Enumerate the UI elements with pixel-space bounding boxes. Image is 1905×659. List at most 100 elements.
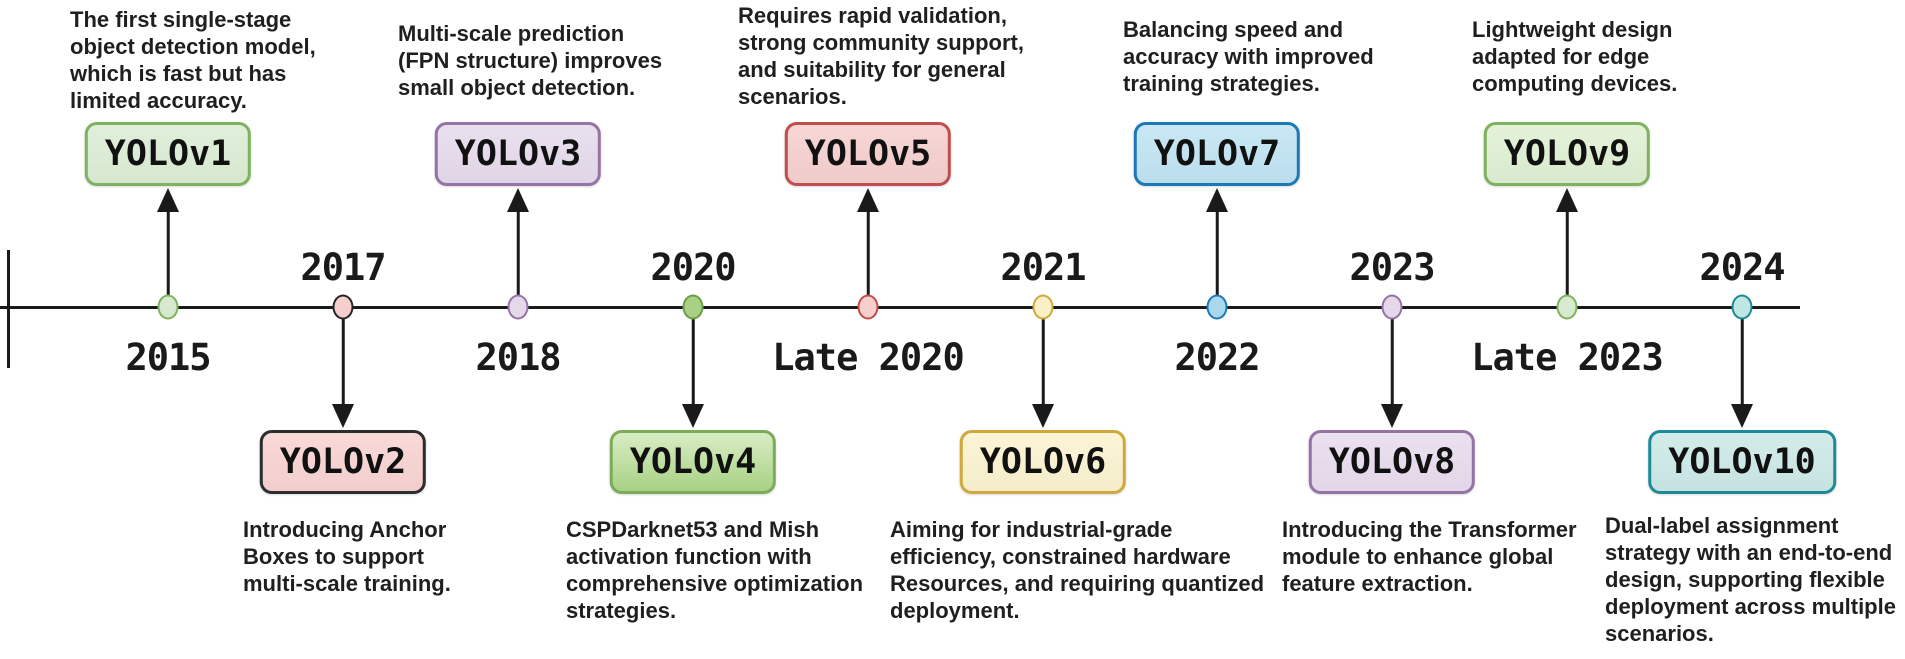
description-yolov3: Multi-scale prediction(FPN structure) im… [398, 20, 662, 101]
arrowhead-up-icon [157, 188, 179, 212]
dot-yolov7 [1206, 294, 1228, 320]
description-line: feature extraction. [1282, 571, 1473, 596]
description-line: Introducing the Transformer [1282, 517, 1577, 542]
arrowhead-down-icon [1032, 404, 1054, 428]
arrow-yolov7 [1205, 188, 1229, 308]
arrow-shaft [516, 208, 520, 308]
description-yolov5: Requires rapid validation,strong communi… [738, 2, 1024, 110]
description-line: object detection model, [70, 34, 316, 59]
description-line: Balancing speed and [1123, 17, 1344, 42]
arrow-yolov1 [156, 188, 180, 308]
arrow-yolov8 [1380, 309, 1404, 428]
year-label-2020: 2020 [650, 246, 736, 289]
arrow-shaft [691, 309, 695, 408]
description-line: computing devices. [1472, 71, 1678, 96]
year-label-2018: 2018 [475, 336, 561, 379]
description-line: which is fast but has [70, 61, 287, 86]
arrow-yolov5 [856, 188, 880, 308]
badge-yolov4: YOLOv4 [609, 430, 777, 494]
timeline-start-tick [7, 250, 10, 368]
dot-yolov10 [1731, 294, 1753, 320]
description-line: activation function with [566, 544, 812, 569]
dot-yolov2 [332, 294, 354, 320]
description-line: accuracy with improved [1123, 44, 1374, 69]
description-line: strong community support, [738, 30, 1024, 55]
description-line: small object detection. [398, 75, 636, 100]
badge-yolov8: YOLOv8 [1308, 430, 1476, 494]
year-label-2023: 2023 [1349, 246, 1435, 289]
description-line: multi-scale training. [243, 571, 451, 596]
arrow-yolov6 [1031, 309, 1055, 428]
year-label-2015: 2015 [125, 336, 211, 379]
arrow-yolov9 [1555, 188, 1579, 308]
badge-yolov10: YOLOv10 [1648, 430, 1836, 494]
dot-yolov8 [1381, 294, 1403, 320]
arrow-shaft [341, 309, 345, 408]
arrowhead-up-icon [1556, 188, 1578, 212]
year-label-2022: 2022 [1174, 336, 1260, 379]
description-line: Introducing Anchor [243, 517, 447, 542]
description-line: adapted for edge [1472, 44, 1650, 69]
arrowhead-down-icon [682, 404, 704, 428]
year-label-2024: 2024 [1699, 246, 1785, 289]
dot-yolov1 [157, 294, 179, 320]
description-line: (FPN structure) improves [398, 48, 663, 73]
description-line: Resources, and requiring quantized [890, 571, 1265, 596]
badge-yolov5: YOLOv5 [784, 122, 952, 186]
description-line: deployment. [890, 598, 1020, 623]
arrowhead-down-icon [1381, 404, 1403, 428]
description-line: deployment across multiple [1605, 594, 1896, 619]
dot-yolov9 [1556, 294, 1578, 320]
dot-yolov4 [682, 294, 704, 320]
description-line: The first single-stage [70, 7, 292, 32]
badge-yolov2: YOLOv2 [259, 430, 427, 494]
description-line: Requires rapid validation, [738, 3, 1007, 28]
arrowhead-up-icon [857, 188, 879, 212]
dot-yolov5 [857, 294, 879, 320]
year-label-2017: 2017 [300, 246, 386, 289]
arrow-shaft [1565, 208, 1569, 308]
description-line: strategy with an end-to-end [1605, 540, 1893, 565]
badge-yolov7: YOLOv7 [1133, 122, 1301, 186]
badge-yolov9: YOLOv9 [1483, 122, 1651, 186]
arrow-yolov2 [331, 309, 355, 428]
description-line: Multi-scale prediction [398, 21, 625, 46]
arrow-shaft [866, 208, 870, 308]
description-line: comprehensive optimization [566, 571, 864, 596]
description-line: scenarios. [738, 84, 847, 109]
description-line: Boxes to support [243, 544, 424, 569]
dot-yolov3 [507, 294, 529, 320]
year-label-2021: 2021 [1000, 246, 1086, 289]
year-label-late-2020: Late 2020 [772, 336, 964, 379]
arrow-yolov10 [1730, 309, 1754, 428]
arrow-shaft [1215, 208, 1219, 308]
description-line: limited accuracy. [70, 88, 247, 113]
description-line: efficiency, constrained hardware [890, 544, 1231, 569]
arrow-yolov3 [506, 188, 530, 308]
badge-yolov3: YOLOv3 [434, 122, 602, 186]
arrow-shaft [1390, 309, 1394, 408]
arrow-shaft [1740, 309, 1744, 408]
description-line: design, supporting flexible [1605, 567, 1885, 592]
arrowhead-down-icon [1731, 404, 1753, 428]
description-line: Dual-label assignment [1605, 513, 1839, 538]
year-label-late-2023: Late 2023 [1471, 336, 1663, 379]
dot-yolov6 [1032, 294, 1054, 320]
arrow-yolov4 [681, 309, 705, 428]
arrow-shaft [166, 208, 170, 308]
description-line: Lightweight design [1472, 17, 1673, 42]
arrowhead-up-icon [507, 188, 529, 212]
description-line: module to enhance global [1282, 544, 1554, 569]
description-line: Aiming for industrial-grade [890, 517, 1173, 542]
arrow-shaft [1041, 309, 1045, 408]
description-line: and suitability for general [738, 57, 1006, 82]
arrowhead-up-icon [1206, 188, 1228, 212]
